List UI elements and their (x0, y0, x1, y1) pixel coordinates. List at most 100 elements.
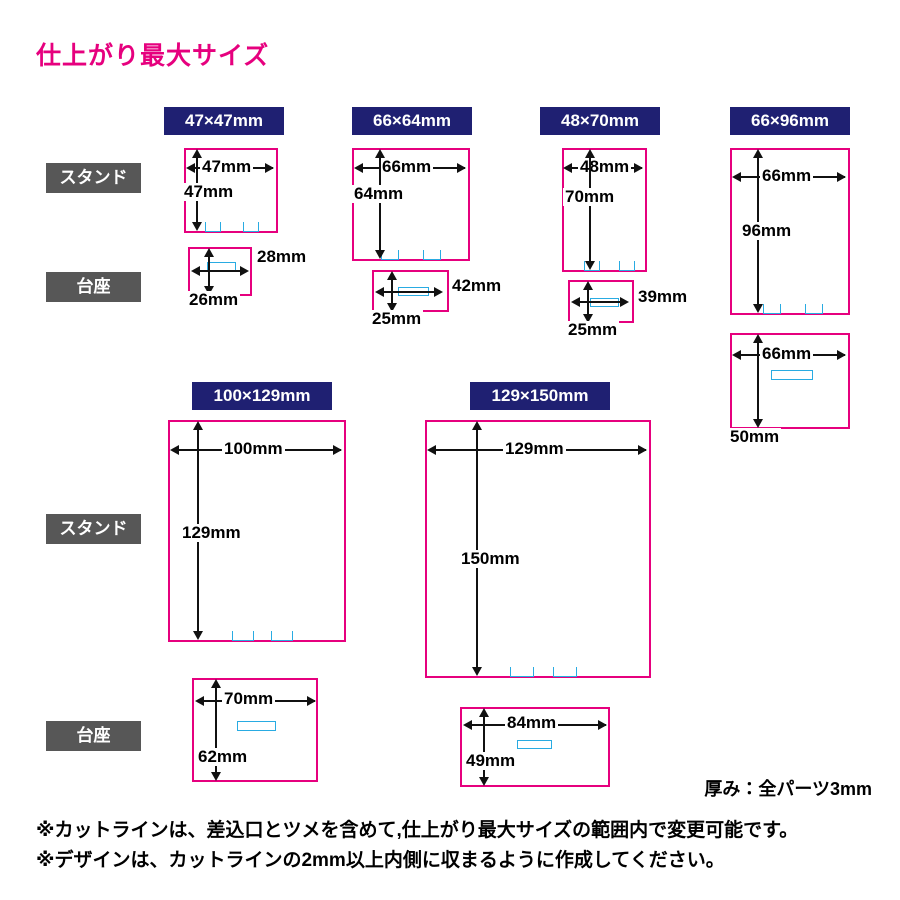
base-slot-100x129 (237, 721, 276, 731)
dim-arrow-left-base-48 (571, 297, 580, 307)
dim-width-stand-96: 66mm (760, 166, 814, 185)
dim-arrow-left-base-96 (732, 350, 741, 360)
dim-arrow-right-base-100 (307, 696, 316, 706)
stand-shape-129x150 (425, 420, 651, 678)
stand-tab-right-47x47 (243, 222, 259, 232)
dim-arrow-down-base-66 (387, 303, 397, 312)
dim-arrow-right-base-129 (598, 720, 607, 730)
dim-arrow-down-base-129 (479, 777, 489, 786)
stand-tab-right-48x70 (619, 261, 635, 271)
dim-height-stand-66: 64mm (352, 184, 406, 203)
dim-line-h-base-48 (574, 301, 626, 303)
dim-arrow-right-base-96 (837, 350, 846, 360)
stand-tab-right-100x129 (271, 631, 293, 641)
stand-tab-left-129x150 (510, 667, 534, 677)
dim-arrow-left-base-47 (191, 266, 200, 276)
dim-arrow-down-base-48 (583, 314, 593, 323)
dim-arrow-right-stand-100 (333, 445, 342, 455)
footer-note-design-margin: ※デザインは、カットラインの2mm以上内側に収まるように作成してください。 (36, 850, 725, 871)
size-badge-66x64: 66×64mm (352, 107, 472, 135)
dim-arrow-down-stand-100 (193, 631, 203, 640)
dim-arrow-up-base-47 (204, 248, 214, 257)
dim-height-stand-47: 47mm (182, 182, 236, 201)
dim-arrow-left-base-66 (375, 287, 384, 297)
dim-arrow-down-stand-96 (753, 304, 763, 313)
dim-height-base-129: 49mm (464, 751, 518, 770)
dim-arrow-left-stand-129 (427, 445, 436, 455)
dim-line-v-stand-48 (589, 152, 591, 267)
dim-width-stand-47: 47mm (200, 157, 254, 176)
dim-line-v-base-47 (208, 251, 210, 292)
dim-arrow-left-stand-96 (732, 172, 741, 182)
dim-arrow-up-base-66 (387, 271, 397, 280)
dim-arrow-up-stand-48 (585, 149, 595, 158)
dim-line-h-base-66 (378, 291, 440, 293)
dim-arrow-down-stand-48 (585, 261, 595, 270)
dim-arrow-left-stand-48 (563, 163, 572, 173)
dim-height-stand-129: 150mm (459, 549, 522, 568)
dim-width-stand-48: 48mm (578, 157, 632, 176)
thickness-note: 厚み：全パーツ3mm (704, 779, 872, 799)
dim-arrow-left-stand-47 (186, 163, 195, 173)
row-label-base-top: 台座 (46, 272, 141, 302)
size-badge-129x150: 129×150mm (470, 382, 610, 410)
row-label-stand-bottom: スタンド (46, 514, 141, 544)
dim-width-base-100: 70mm (222, 689, 276, 708)
stand-tab-right-129x150 (553, 667, 577, 677)
dim-width-stand-129: 129mm (503, 439, 566, 458)
dim-arrow-up-base-100 (211, 679, 221, 688)
dim-height-base-48: 39mm (636, 287, 690, 306)
footer-note-cutline: ※カットラインは、差込口とツメを含めて,仕上がり最大サイズの範囲内で変更可能です… (36, 820, 799, 841)
dim-arrow-left-base-129 (463, 720, 472, 730)
row-label-stand-top: スタンド (46, 163, 141, 193)
dim-width-stand-66: 66mm (380, 157, 434, 176)
dim-arrow-right-stand-48 (634, 163, 643, 173)
dim-arrow-left-stand-100 (170, 445, 179, 455)
stand-tab-left-48x70 (584, 261, 600, 271)
dim-arrow-down-stand-66 (375, 250, 385, 259)
dim-arrow-up-stand-129 (472, 421, 482, 430)
dim-arrow-up-stand-100 (193, 421, 203, 430)
dim-line-h-base-47 (194, 270, 247, 272)
dim-line-v-base-96 (757, 337, 759, 425)
dim-arrow-down-stand-47 (192, 222, 202, 231)
stand-tab-left-100x129 (232, 631, 254, 641)
dim-arrow-up-stand-96 (753, 149, 763, 158)
dim-width-base-48: 25mm (566, 320, 620, 339)
dim-height-stand-100: 129mm (180, 523, 243, 542)
dim-arrow-down-stand-129 (472, 667, 482, 676)
dim-arrow-right-stand-96 (837, 172, 846, 182)
size-badge-48x70: 48×70mm (540, 107, 660, 135)
dim-arrow-up-base-129 (479, 708, 489, 717)
stand-tab-left-66x96 (763, 304, 781, 314)
dim-height-stand-48: 70mm (563, 187, 617, 206)
dim-arrow-up-base-96 (753, 334, 763, 343)
size-badge-47x47: 47×47mm (164, 107, 284, 135)
dim-arrow-left-stand-66 (354, 163, 363, 173)
dim-width-base-129: 84mm (505, 713, 559, 732)
stand-tab-right-66x96 (805, 304, 823, 314)
dim-line-v-base-48 (587, 284, 589, 319)
dim-line-v-base-129 (483, 711, 485, 783)
row-label-base-bottom: 台座 (46, 721, 141, 751)
page-title: 仕上がり最大サイズ (36, 42, 270, 70)
dim-arrow-up-base-48 (583, 281, 593, 290)
size-badge-66x96: 66×96mm (730, 107, 850, 135)
dim-height-base-66: 42mm (450, 276, 504, 295)
dim-height-base-96: 66mm (760, 344, 814, 363)
dim-arrow-right-stand-66 (457, 163, 466, 173)
dim-arrow-right-stand-129 (638, 445, 647, 455)
dim-arrow-up-stand-47 (192, 149, 202, 158)
dim-arrow-left-base-100 (195, 696, 204, 706)
dim-width-base-47: 26mm (187, 290, 241, 309)
base-slot-129x150 (517, 740, 552, 749)
dim-height-base-100: 62mm (196, 747, 250, 766)
dim-line-v-base-66 (391, 274, 393, 308)
base-slot-66x96 (771, 370, 813, 380)
dim-width-base-96: 50mm (728, 427, 782, 446)
dim-arrow-right-stand-47 (265, 163, 274, 173)
stand-tab-left-47x47 (205, 222, 221, 232)
dim-arrow-right-base-66 (434, 287, 443, 297)
size-badge-100x129: 100×129mm (192, 382, 332, 410)
dim-arrow-up-stand-66 (375, 149, 385, 158)
